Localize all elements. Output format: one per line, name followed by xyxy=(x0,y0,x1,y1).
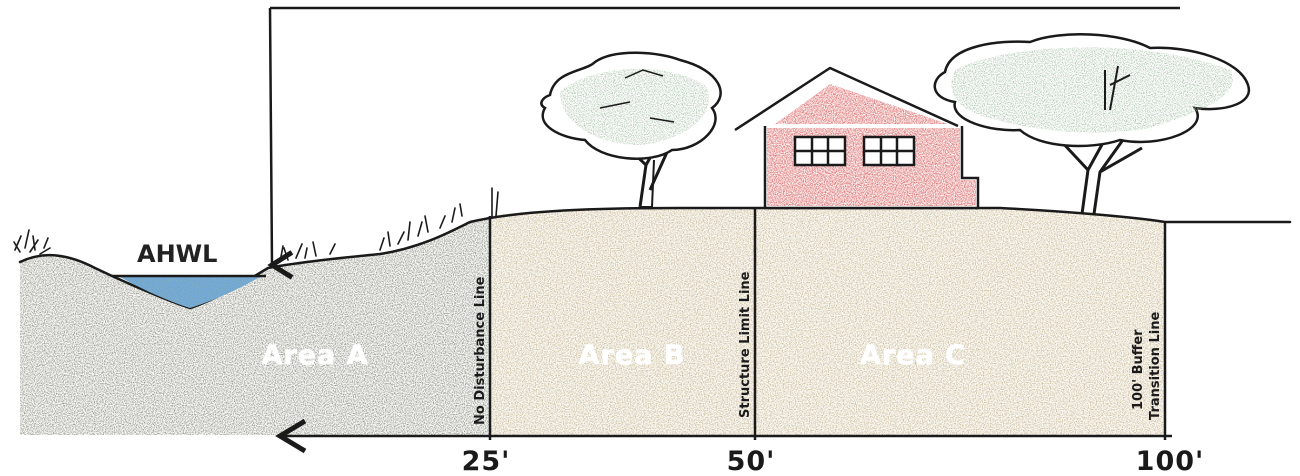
house xyxy=(734,66,980,210)
window-right xyxy=(862,135,916,167)
area-c-label: Area C xyxy=(860,340,966,371)
buffer-label-line2: Transition Line xyxy=(1148,312,1163,420)
ahwl-label: AHWL xyxy=(137,240,217,268)
buffer-label-line1: 100' Buffer xyxy=(1131,329,1146,410)
area-b-label: Area B xyxy=(579,340,686,371)
distance-100: 100' xyxy=(1136,446,1205,476)
shoreline-vegetation xyxy=(13,187,499,263)
area-c-ground xyxy=(755,208,1165,435)
area-a-ground xyxy=(20,216,490,435)
water-body xyxy=(112,274,266,308)
window-left xyxy=(793,135,847,167)
area-a-label: Area A xyxy=(261,340,368,371)
tree-small xyxy=(540,51,722,208)
tree-large xyxy=(933,33,1251,215)
distance-50: 50' xyxy=(727,446,776,476)
boundary-lines xyxy=(488,208,1167,440)
no-disturbance-label: No Disturbance Line xyxy=(473,276,488,425)
area-b-ground xyxy=(490,208,755,435)
distance-25: 25' xyxy=(462,446,511,476)
structure-limit-label: Structure Limit Line xyxy=(738,271,753,418)
ground-surface-line xyxy=(18,206,1292,310)
reference-arrow xyxy=(267,6,1180,280)
